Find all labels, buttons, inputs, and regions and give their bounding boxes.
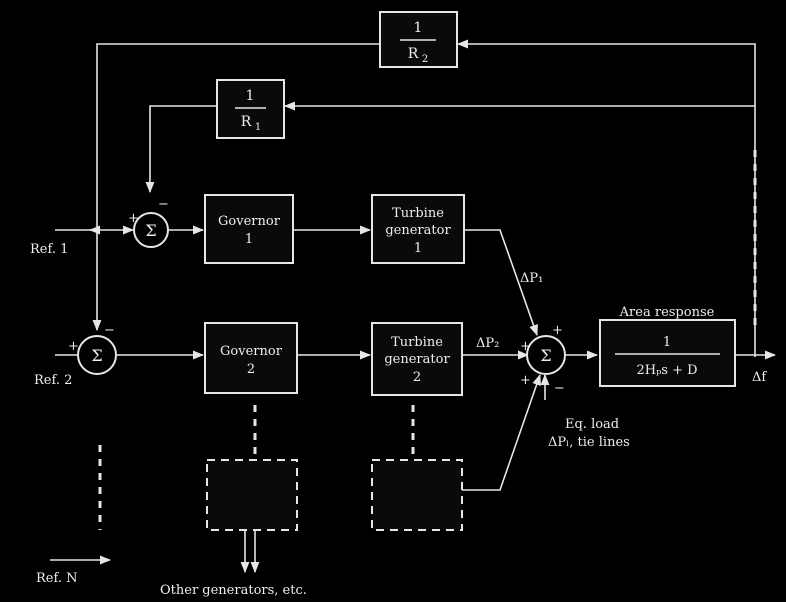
svg-text:1: 1 xyxy=(663,335,671,350)
svg-text:+: + xyxy=(520,373,531,388)
load-label-2: ΔPₗ, tie lines xyxy=(548,435,630,450)
ref1-label: Ref. 1 xyxy=(30,242,68,257)
area-response-block: Area response 1 2Hₚs + D xyxy=(599,305,736,387)
svg-text:2: 2 xyxy=(247,362,255,377)
svg-text:generator: generator xyxy=(385,223,451,238)
svg-text:R: R xyxy=(241,114,252,130)
feedback-wire-r1-out xyxy=(145,105,217,194)
svg-text:+: + xyxy=(520,339,531,354)
ref2-label: Ref. 2 xyxy=(34,373,72,388)
other-generators-label: Other generators, etc. xyxy=(160,583,307,598)
turbine-n-block xyxy=(371,459,463,531)
svg-text:1: 1 xyxy=(246,88,255,104)
svg-text:1: 1 xyxy=(414,241,422,256)
svg-text:Turbine: Turbine xyxy=(391,335,443,350)
r2-block: 1 R 2 xyxy=(379,11,458,68)
r1-block: 1 R 1 xyxy=(216,79,285,139)
svg-text:1: 1 xyxy=(245,232,253,247)
refn-label: Ref. N xyxy=(36,571,77,586)
summer-2: Σ + − xyxy=(68,323,117,375)
df-label: Δf xyxy=(752,370,767,385)
svg-text:2Hₚs + D: 2Hₚs + D xyxy=(636,363,697,378)
summer-1: Σ + − xyxy=(128,197,169,248)
turb1-to-s3-wire xyxy=(465,229,538,337)
svg-text:Governor: Governor xyxy=(218,214,281,229)
dp1-label: ΔP₁ xyxy=(520,271,543,286)
svg-text:1: 1 xyxy=(255,122,261,133)
load-label-1: Eq. load xyxy=(565,417,619,432)
svg-text:Σ: Σ xyxy=(540,346,551,365)
svg-text:Area response: Area response xyxy=(619,305,715,320)
svg-text:−: − xyxy=(104,323,115,338)
turbine1-block: Turbine generator 1 xyxy=(371,194,465,264)
svg-text:Turbine: Turbine xyxy=(392,206,444,221)
summer-3: Σ + + + − xyxy=(520,323,566,396)
governor1-block: Governor 1 xyxy=(204,194,294,264)
svg-text:1: 1 xyxy=(414,20,423,36)
governor-n-block xyxy=(206,459,298,531)
svg-text:−: − xyxy=(554,381,565,396)
svg-text:−: − xyxy=(158,197,169,212)
svg-text:Governor: Governor xyxy=(220,344,283,359)
svg-text:+: + xyxy=(552,323,563,338)
svg-text:Σ: Σ xyxy=(91,346,102,365)
svg-text:Σ: Σ xyxy=(145,221,156,240)
governor2-block: Governor 2 xyxy=(204,322,298,394)
turbine2-block: Turbine generator 2 xyxy=(371,322,463,396)
svg-text:generator: generator xyxy=(384,352,450,367)
svg-text:+: + xyxy=(128,211,139,226)
dp2-label: ΔP₂ xyxy=(476,336,499,351)
svg-text:R: R xyxy=(408,46,419,62)
svg-text:2: 2 xyxy=(413,370,421,385)
unitn-to-s3-wire xyxy=(462,373,541,491)
svg-text:2: 2 xyxy=(422,54,428,65)
svg-text:+: + xyxy=(68,339,79,354)
